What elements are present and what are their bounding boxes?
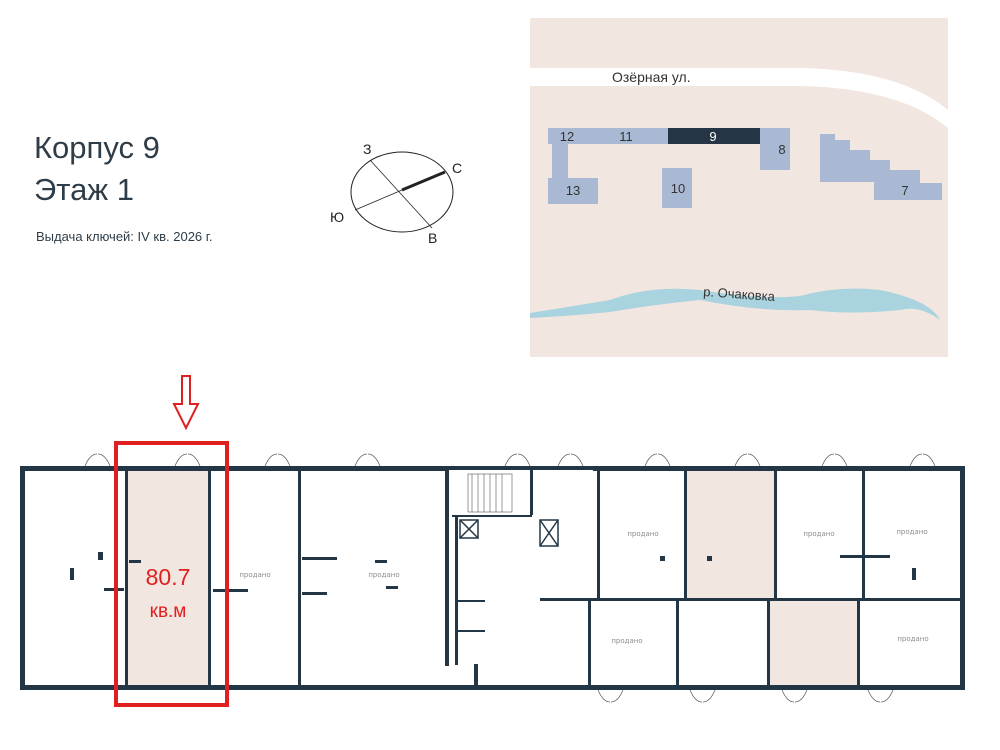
- building-10: 10: [671, 181, 685, 196]
- sold-label: продано: [803, 530, 834, 538]
- selected-area-unit: кв.м: [150, 601, 187, 622]
- compass-south: Ю: [330, 209, 344, 225]
- sold-label: продано: [896, 528, 927, 536]
- door-icons: [84, 453, 936, 703]
- current-building: [668, 128, 760, 144]
- building-12: 12: [560, 129, 574, 144]
- floor-title: Этаж 1: [34, 172, 134, 207]
- selected-unit-frame: [114, 441, 229, 707]
- elevator-icon: [459, 519, 559, 547]
- river: [530, 288, 940, 320]
- north-arrow: [401, 170, 446, 192]
- sold-label: продано: [627, 530, 658, 538]
- unit-highlight[interactable]: [686, 470, 776, 600]
- sold-label: продано: [897, 635, 928, 643]
- building-8: 8: [778, 142, 785, 157]
- compass-east: В: [428, 230, 437, 246]
- river-label: р. Очаковка: [703, 284, 776, 304]
- down-arrow-icon: [172, 375, 200, 431]
- street: [530, 68, 948, 128]
- compass-west: З: [363, 141, 371, 157]
- sold-label: продано: [239, 571, 270, 579]
- street-label: Озёрная ул.: [612, 69, 691, 85]
- unit-highlight[interactable]: [769, 600, 859, 685]
- building-13: 13: [566, 183, 580, 198]
- sold-label: продано: [368, 571, 399, 579]
- building-title: Корпус 9: [34, 130, 160, 165]
- building-11: 11: [619, 129, 633, 144]
- site-map: Озёрная ул. р. Очаковка 12 11 9 8 13 10 …: [530, 18, 948, 357]
- sold-label: продано: [611, 637, 642, 645]
- keys-date: Выдача ключей: IV кв. 2026 г.: [36, 229, 213, 244]
- unit-selected[interactable]: [127, 470, 210, 685]
- compass: З С Ю В: [330, 141, 462, 246]
- compass-north: С: [452, 160, 462, 176]
- building-7: 7: [901, 183, 908, 198]
- floor-plan: продано продано продано продано продано …: [20, 441, 965, 707]
- building-9: 9: [709, 129, 716, 144]
- selected-area: 80.7: [146, 564, 191, 590]
